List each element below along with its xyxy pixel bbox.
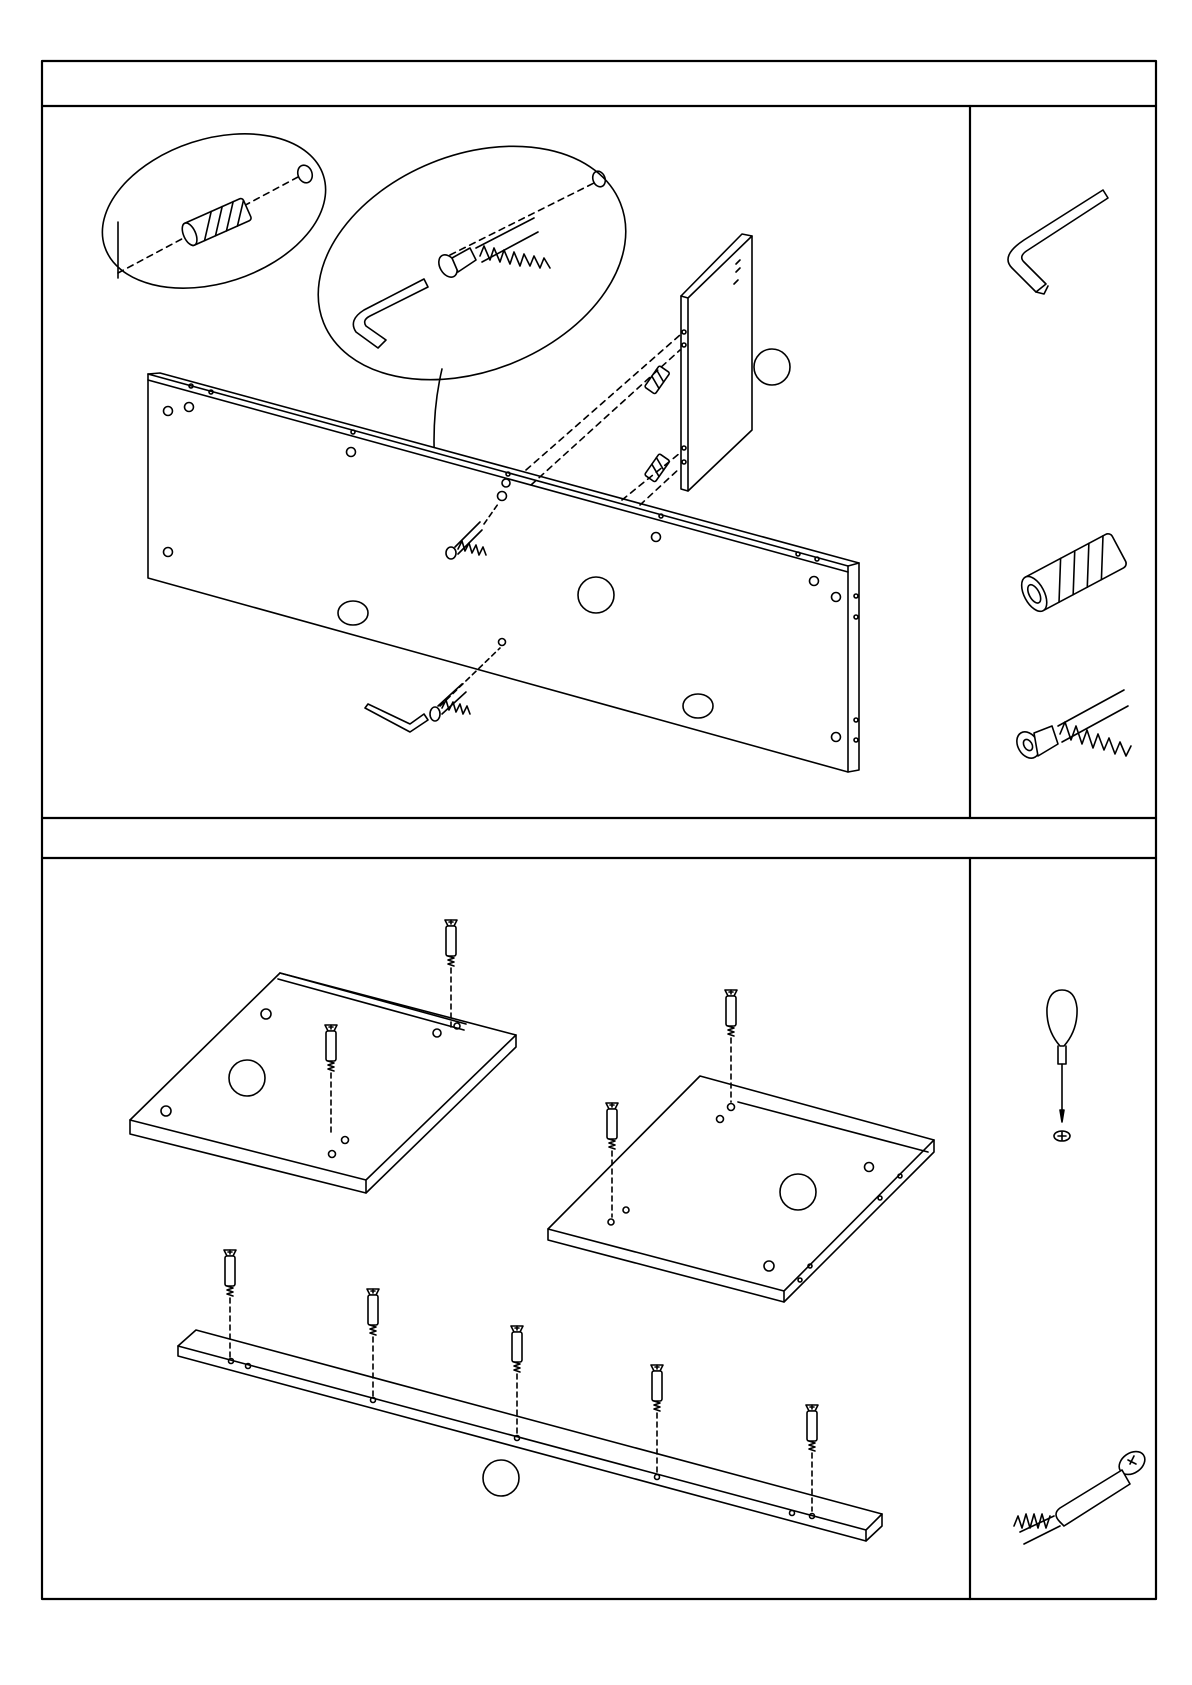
assembly-instruction-sheet [0, 0, 1192, 1685]
